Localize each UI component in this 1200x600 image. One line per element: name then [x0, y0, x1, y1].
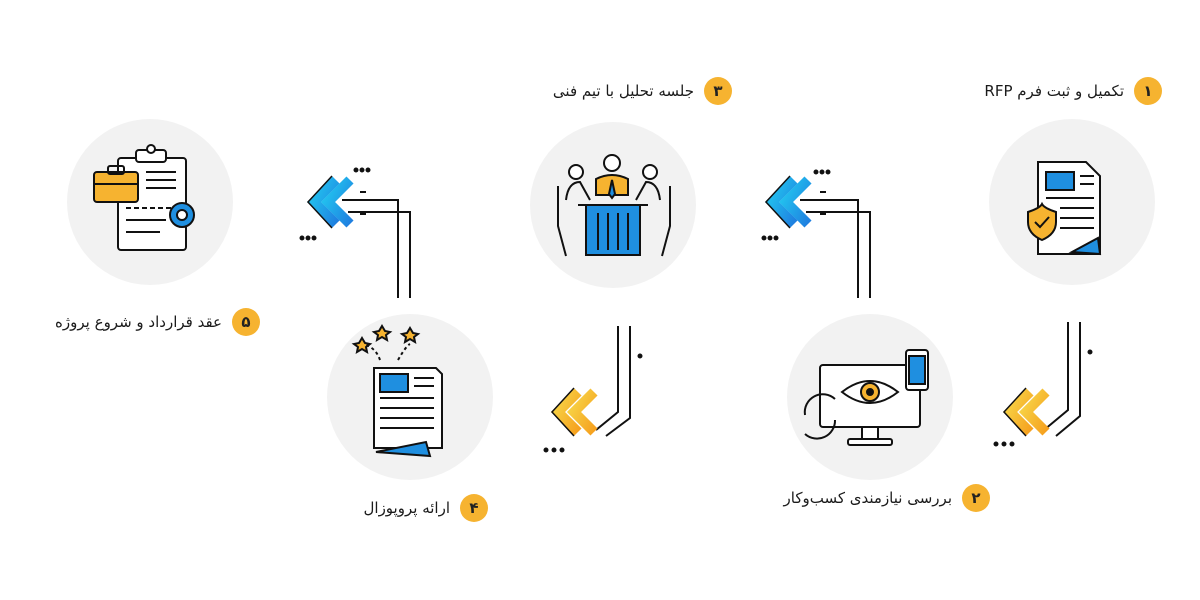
step-number-badge: ۱	[1134, 77, 1162, 105]
meeting-icon	[557, 154, 671, 257]
connector-2-to-3	[761, 169, 871, 298]
step-title: بررسی نیازمندی کسب‌وکار	[783, 489, 952, 507]
step-5-circle	[67, 119, 233, 285]
document-shield-icon	[1027, 161, 1102, 256]
step-3-label: ۳ جلسه تحلیل با تیم فنی	[553, 77, 732, 105]
step-title: عقد قرارداد و شروع پروژه	[55, 313, 222, 331]
step-title: جلسه تحلیل با تیم فنی	[552, 82, 694, 100]
connector-1-to-2	[993, 322, 1093, 447]
contract-clipboard-icon	[93, 144, 195, 251]
step-5-label: ۵ عقد قرارداد و شروع پروژه	[55, 308, 260, 336]
step-3-circle	[530, 122, 696, 288]
step-title: تکمیل و ثبت فرم RFP	[984, 82, 1124, 100]
step-4-circle	[327, 314, 493, 480]
step-number-badge: ۲	[962, 484, 990, 512]
step-4-label: ۴ ارائه پروپوزال	[363, 494, 488, 522]
step-number-badge: ۴	[460, 494, 488, 522]
step-number-badge: ۵	[232, 308, 260, 336]
step-1-label: ۱ تکمیل و ثبت فرم RFP	[984, 77, 1162, 105]
proposal-document-icon	[351, 324, 443, 458]
monitor-eye-icon	[803, 349, 929, 446]
step-1-circle	[989, 119, 1155, 285]
step-number-badge: ۳	[704, 77, 732, 105]
step-2-circle	[787, 314, 953, 480]
connector-4-to-5	[299, 167, 411, 298]
connector-3-to-4	[543, 326, 643, 453]
step-2-label: ۲ بررسی نیازمندی کسب‌وکار	[784, 484, 990, 512]
step-title: ارائه پروپوزال	[363, 499, 451, 517]
